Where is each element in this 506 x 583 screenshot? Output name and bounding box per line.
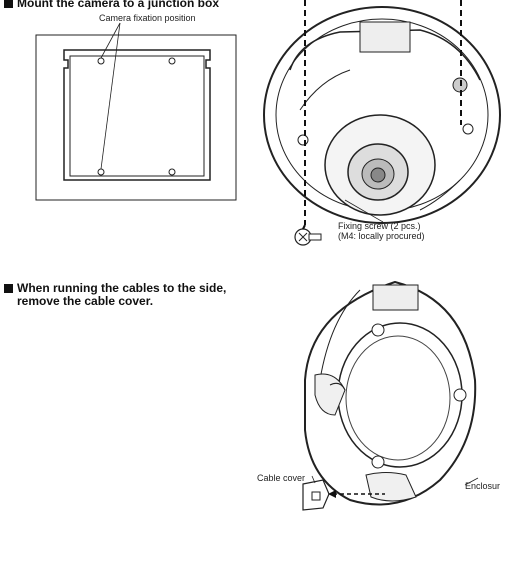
fixing-screw-label-line1: Fixing screw (2 pcs.) (338, 221, 421, 231)
fixing-screw-label: Fixing screw (2 pcs.) (M4: locally procu… (338, 221, 425, 241)
enclosure-label: Enclosur (465, 481, 501, 491)
camera-fixation-label: Camera fixation position (99, 13, 196, 23)
section-heading-mount: Mount the camera to a junction box (4, 0, 219, 10)
bullet-square-icon (4, 0, 13, 8)
section-heading-cables-line1: When running the cables to the side, (17, 281, 227, 295)
bullet-square-icon (4, 284, 13, 293)
section-heading-cables: When running the cables to the side, rem… (4, 282, 226, 308)
cable-cover-label: Cable cover (257, 473, 306, 483)
fixing-screw-label-line2: (M4: locally procured) (338, 231, 425, 241)
section-heading-cables-line2: remove the cable cover. (17, 294, 154, 308)
section-heading-mount-text: Mount the camera to a junction box (17, 0, 220, 10)
